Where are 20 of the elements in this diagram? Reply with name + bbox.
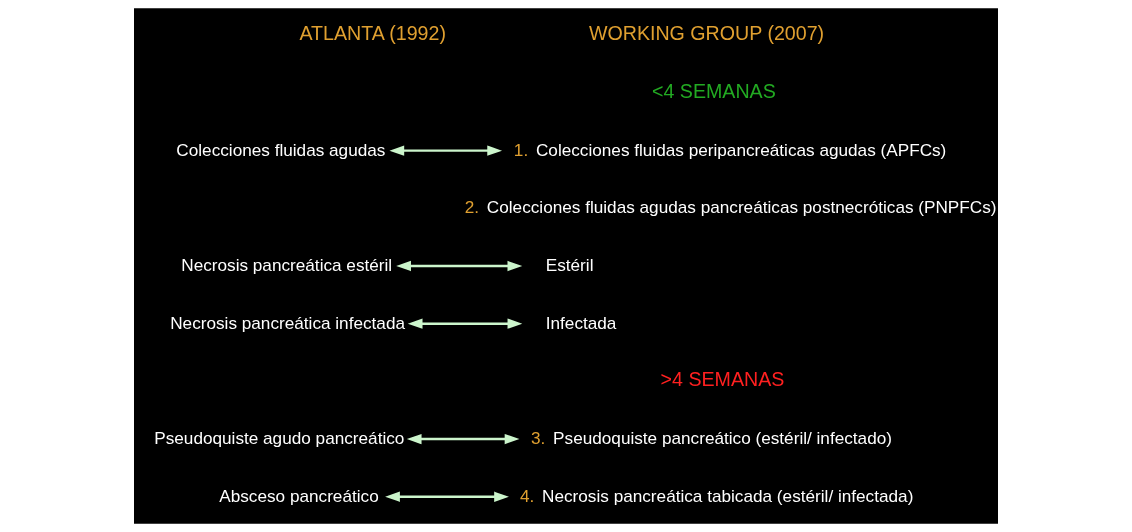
- node-text: 3. Pseudoquiste pancreático (estéril/ infectado): [531, 428, 892, 449]
- node-text: Necrosis pancreática infectada: [170, 312, 406, 333]
- node-text: Infectada: [545, 312, 617, 333]
- node-text: Necrosis pancreática estéril: [181, 255, 393, 276]
- arrow: [389, 145, 502, 156]
- node-text: 2. Colecciones fluidas agudas pancreáticas postnecróticas (PNPFCs): [464, 197, 997, 218]
- node-text: Estéril: [545, 255, 594, 276]
- label: <4 SEMANAS: [651, 79, 776, 102]
- label: WORKING GROUP (2007): [588, 21, 825, 44]
- arrow: [407, 318, 523, 329]
- node-text: Pseudoquiste agudo pancreático: [154, 428, 405, 449]
- arrow: [396, 260, 523, 272]
- arrow: [406, 433, 520, 445]
- node-text: Absceso pancreático: [219, 485, 379, 506]
- node-text: Colecciones fluidas agudas: [176, 139, 386, 160]
- label: ATLANTA (1992): [299, 21, 446, 44]
- node-text: 4. Necrosis pancreática tabicada (estéril/ infectada): [519, 485, 914, 506]
- arrow: [385, 491, 509, 502]
- node-text: 1. Colecciones fluidas peripancreáticas agudas (APFCs): [513, 139, 947, 160]
- label: >4 SEMANAS: [660, 368, 785, 391]
